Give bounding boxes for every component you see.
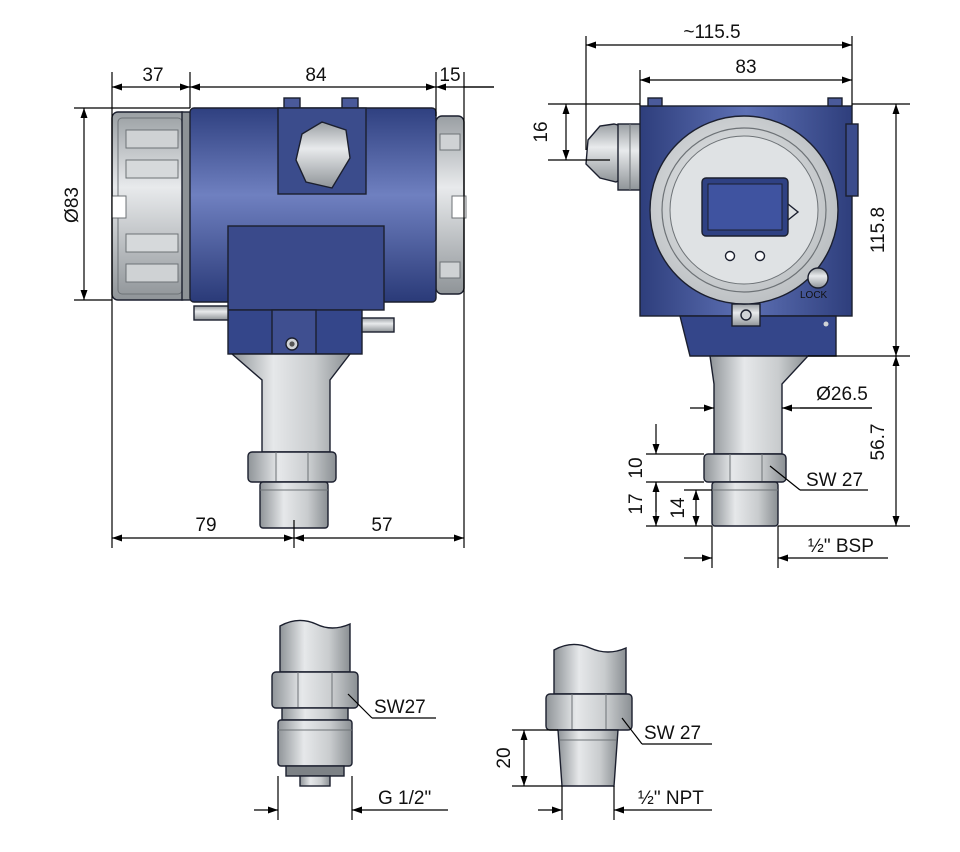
front-view: LOCK bbox=[585, 97, 859, 527]
variant-g-fitting bbox=[271, 619, 359, 787]
side-left-cap bbox=[111, 111, 193, 301]
dim-front-hex-height: 10 bbox=[626, 457, 647, 478]
front-dimensions: ~115.5 83 16 115.8 56.7 Ø26.5 10 17 bbox=[531, 22, 910, 568]
dim-front-body-width: 83 bbox=[735, 57, 756, 78]
dim-g-hex-size: SW27 bbox=[374, 697, 426, 718]
side-dimensions: 37 84 15 Ø83 79 57 bbox=[62, 65, 494, 548]
dim-front-overall-width: ~115.5 bbox=[683, 22, 740, 43]
side-terminal-block bbox=[227, 225, 385, 311]
dim-front-thread-type: ½" BSP bbox=[808, 536, 874, 557]
front-hex bbox=[703, 453, 787, 483]
side-hex bbox=[247, 451, 337, 483]
dim-side-37: 37 bbox=[142, 65, 163, 86]
dim-side-57: 57 bbox=[371, 515, 392, 536]
dim-front-body-height: 115.8 bbox=[868, 207, 889, 253]
dim-front-thread-total: 17 bbox=[626, 493, 647, 514]
dim-side-15: 15 bbox=[439, 65, 460, 86]
variant-npt-fitting bbox=[545, 643, 633, 787]
front-cable-gland bbox=[585, 123, 643, 191]
dim-side-84: 84 bbox=[305, 65, 327, 86]
dim-g-thread-type: G 1/2" bbox=[378, 788, 431, 809]
dim-npt-hex-size: SW 27 bbox=[644, 723, 701, 744]
dim-front-gland-height: 16 bbox=[531, 121, 552, 142]
side-right-cap bbox=[435, 115, 467, 295]
dim-front-thread-length: 14 bbox=[668, 497, 689, 519]
variant-g-dimensions: SW27 G 1/2" bbox=[254, 693, 448, 820]
side-neck bbox=[230, 353, 352, 453]
dim-front-hex-size: SW 27 bbox=[806, 470, 863, 491]
dim-side-diameter: Ø83 bbox=[62, 187, 83, 223]
lock-label: LOCK bbox=[800, 290, 828, 301]
dim-front-neck-diameter: Ø26.5 bbox=[816, 384, 868, 405]
side-view bbox=[111, 97, 467, 529]
dim-npt-thread-type: ½" NPT bbox=[638, 788, 704, 809]
dim-npt-thread-length: 20 bbox=[494, 747, 515, 768]
variant-npt-dimensions: SW 27 20 ½" NPT bbox=[494, 717, 712, 820]
front-neck bbox=[709, 355, 810, 455]
dim-side-79: 79 bbox=[195, 515, 216, 536]
front-thread bbox=[711, 481, 779, 527]
dim-front-stem-height: 56.7 bbox=[868, 424, 889, 461]
